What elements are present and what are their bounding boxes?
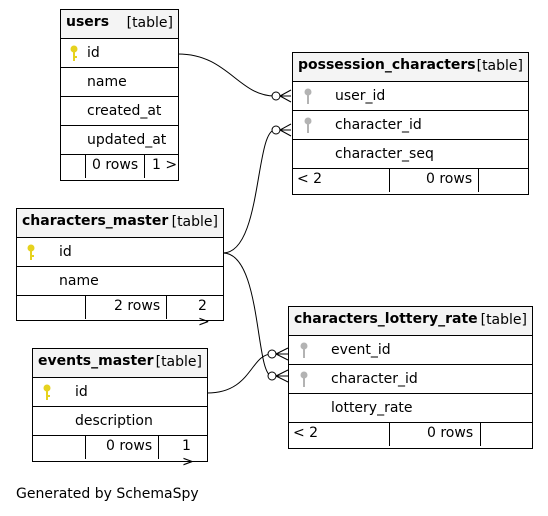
generated-by-caption: Generated by SchemaSpy [16,486,199,502]
column-row[interactable]: id [61,39,178,68]
column-row[interactable]: name [61,68,178,97]
table-type: [table] [155,354,202,370]
column-row[interactable]: character_seq [293,140,528,169]
table-footer: 0 rows 1 > [33,436,207,470]
children-count: 2 > [198,298,210,330]
primary-key-icon [70,45,78,61]
column-row[interactable]: user_id [293,82,528,111]
row-count: 0 rows [426,171,473,187]
table-characters-master[interactable]: characters_master [table] id name 2 rows… [16,208,224,330]
column-row[interactable]: name [17,267,223,296]
column-name: character_id [335,117,422,133]
table-type: [table] [480,312,527,328]
table-footer: < 2 0 rows [293,169,528,192]
column-row[interactable]: character_id [289,365,532,394]
table-name: events_master [38,353,154,369]
table-name: users [66,14,110,30]
column-row[interactable]: id [17,238,223,267]
table-type: [table] [126,15,173,31]
column-row[interactable]: id [33,378,207,407]
primary-key-icon [43,384,51,400]
table-type: [table] [171,214,218,230]
table-name: characters_lottery_rate [294,311,478,327]
table-events-master[interactable]: events_master [table] id description 0 r… [32,348,208,470]
column-name: id [87,45,100,61]
optional-marker [267,371,277,381]
column-name: created_at [87,103,162,119]
table-name: possession_characters [298,57,476,73]
column-row[interactable]: character_id [293,111,528,140]
optional-marker [271,125,281,135]
row-count: 0 rows [106,438,153,454]
foreign-key-icon [300,371,308,387]
rel-characters-lottery [222,252,273,377]
column-name: character_id [331,371,418,387]
row-count: 2 rows [114,298,161,314]
column-name: user_id [335,88,386,104]
column-name: character_seq [335,146,434,162]
table-footer: 0 rows 1 > [61,155,178,178]
column-row[interactable]: created_at [61,97,178,126]
column-name: name [59,273,99,289]
table-footer: 2 rows 2 > [17,296,223,330]
row-count: 0 rows [92,157,139,173]
foreign-key-icon [304,117,312,133]
table-header: possession_characters [table] [293,53,528,82]
foreign-key-icon [304,88,312,104]
column-name: description [75,413,153,429]
table-header: events_master [table] [33,349,207,378]
table-header: characters_master [table] [17,209,223,238]
rel-users-possession [177,53,276,97]
rel-events-lottery [206,353,273,394]
table-users[interactable]: users [table] id name created_at updated… [60,9,179,181]
table-header: characters_lottery_rate [table] [289,307,532,336]
column-row[interactable]: lottery_rate [289,394,532,423]
children-count: 1 > [152,157,178,173]
column-row[interactable]: description [33,407,207,436]
table-name: characters_master [22,213,169,229]
table-possession-characters[interactable]: possession_characters [table] user_id ch… [292,52,529,195]
primary-key-icon [27,244,35,260]
column-name: name [87,74,127,90]
column-row[interactable]: updated_at [61,126,178,155]
column-name: lottery_rate [331,400,413,416]
table-type: [table] [476,58,523,74]
table-characters-lottery-rate[interactable]: characters_lottery_rate [table] event_id… [288,306,533,449]
parent-count: < 2 [297,171,323,187]
column-name: id [59,244,72,260]
optional-marker [271,91,281,101]
optional-marker [267,349,277,359]
row-count: 0 rows [427,425,474,441]
column-row[interactable]: event_id [289,336,532,365]
column-name: id [75,384,88,400]
table-footer: < 2 0 rows [289,423,532,446]
column-name: event_id [331,342,391,358]
rel-characters-possession [222,129,276,254]
foreign-key-icon [300,342,308,358]
column-name: updated_at [87,132,167,148]
parent-count: < 2 [293,425,319,441]
children-count: 1 > [182,438,194,470]
table-header: users [table] [61,10,178,39]
